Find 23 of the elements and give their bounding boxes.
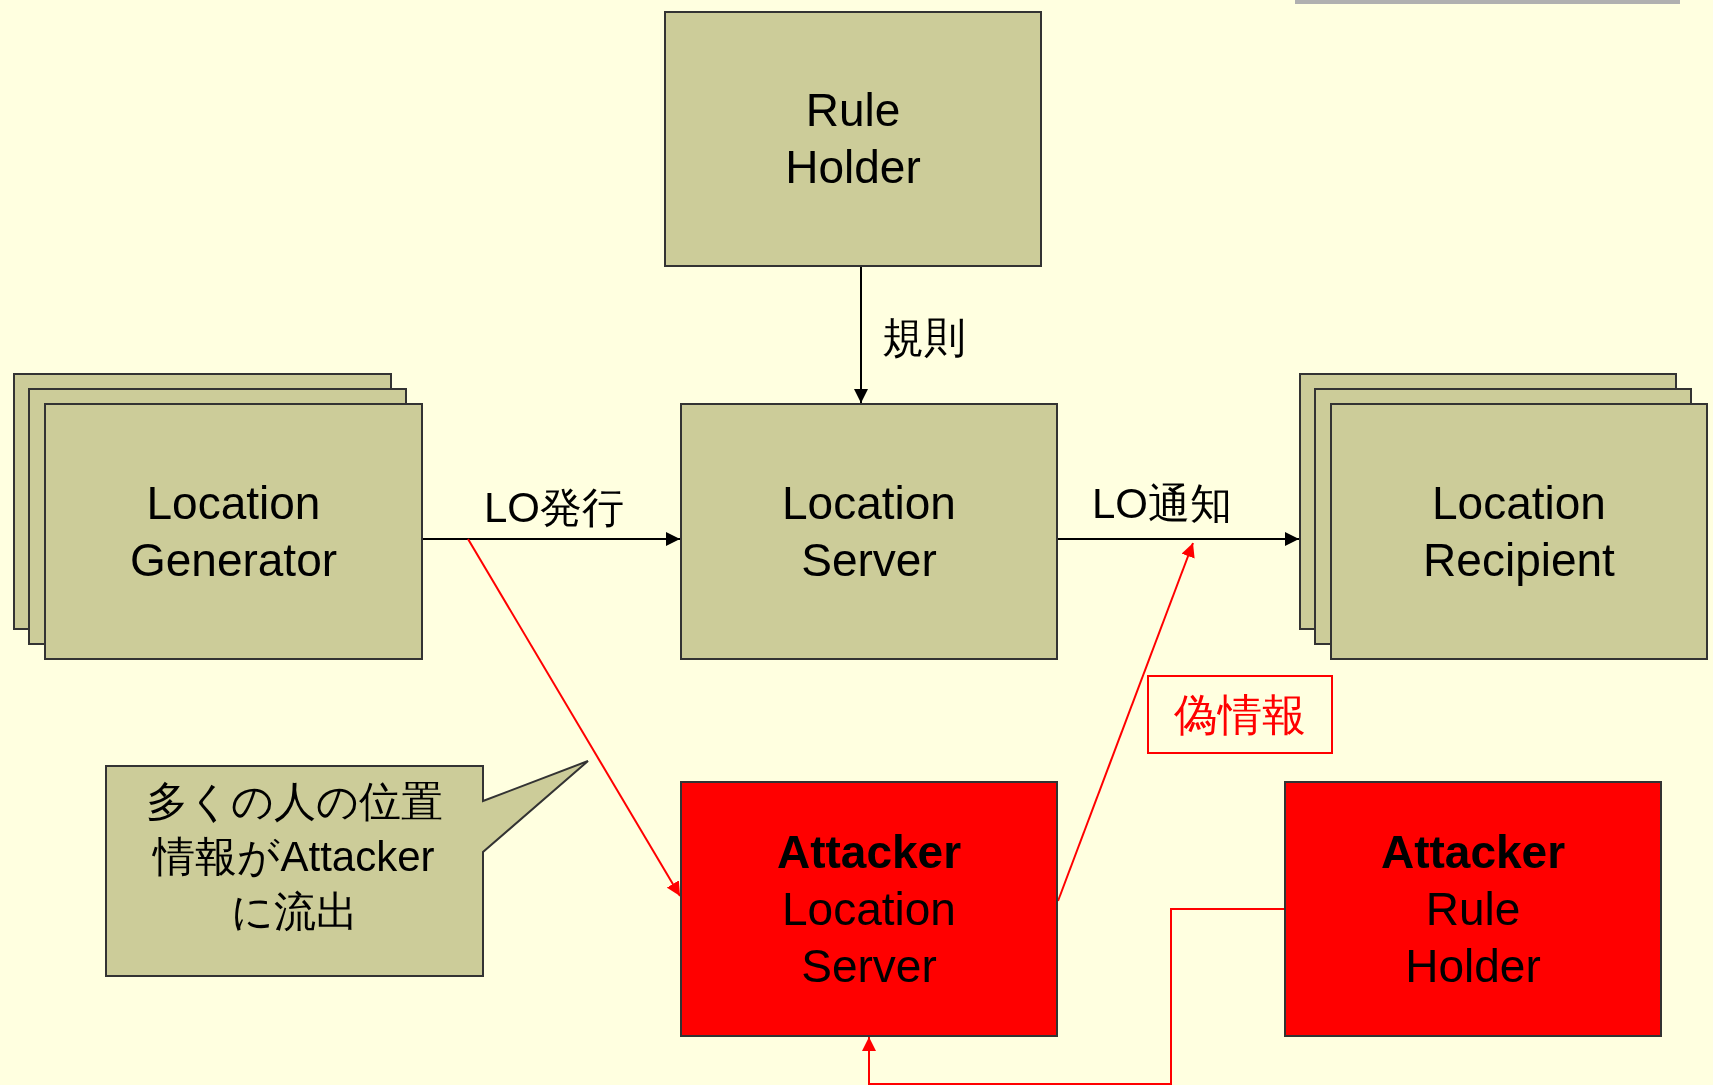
arrow — [467, 538, 681, 897]
box-label: 偽情報 — [1174, 689, 1306, 741]
arrow — [854, 266, 868, 404]
attacker-box — [1284, 781, 1662, 1037]
callout-bubble — [105, 760, 590, 977]
arrow — [1057, 532, 1300, 546]
box-label: Location Server — [781, 475, 957, 588]
attacker-box — [680, 781, 1058, 1037]
label-box — [1147, 675, 1333, 754]
box-heading: Attacker — [776, 824, 962, 880]
arrow — [862, 908, 1285, 1085]
box-heading: Attacker — [1380, 824, 1566, 880]
box-label: Rule Holder — [784, 83, 922, 195]
box-label: Rule Holder — [1404, 881, 1542, 994]
box-label: Location Generator — [128, 475, 339, 588]
callout-text: 多くの人の位置情報がAttackerに流出 — [144, 777, 444, 937]
box-label: Location Recipient — [1422, 475, 1616, 588]
arrow — [422, 532, 681, 546]
process-box — [1330, 403, 1708, 660]
box-label: Location Server — [781, 881, 957, 994]
process-box — [680, 403, 1058, 660]
process-box — [664, 11, 1042, 267]
process-box — [44, 403, 423, 660]
